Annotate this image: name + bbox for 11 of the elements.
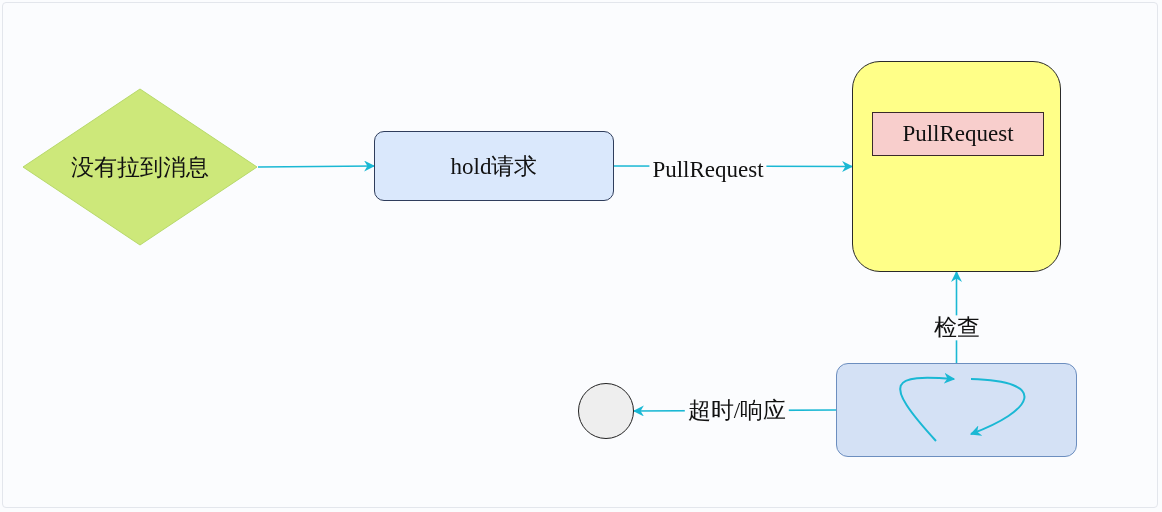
process-box	[374, 131, 614, 201]
node-label: 没有拉到消息	[71, 153, 209, 182]
decision-diamond	[22, 88, 258, 246]
loop-box	[836, 363, 1077, 457]
node-label: hold请求	[450, 152, 538, 181]
pullrequest-box	[872, 112, 1044, 156]
edge-label: 超时/响应	[684, 398, 790, 424]
end-circle	[578, 383, 634, 439]
node-label: PullRequest	[902, 121, 1014, 147]
arrow	[257, 160, 376, 172]
container-box	[852, 61, 1061, 272]
